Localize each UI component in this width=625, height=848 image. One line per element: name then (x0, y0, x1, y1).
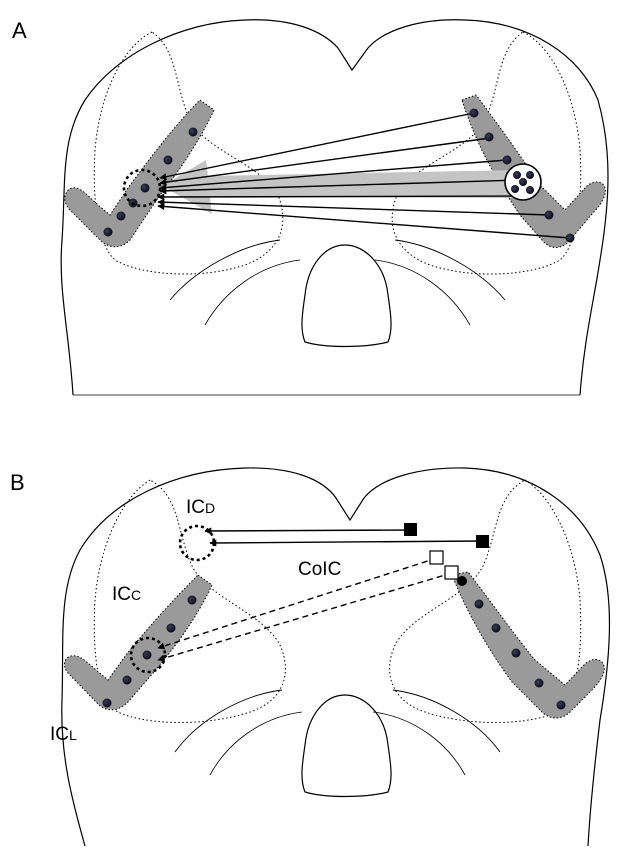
panel-a-right-lower-curve (395, 240, 505, 300)
dot (167, 624, 176, 633)
dot (189, 128, 198, 137)
label-icd: ICD (186, 497, 215, 518)
panel-b-right-inner-curve (373, 712, 465, 775)
dot (512, 649, 521, 658)
panel-a-label: A (12, 18, 27, 43)
dot (103, 699, 112, 708)
dot (188, 596, 197, 605)
panel-b-right-band (452, 572, 604, 718)
dot (457, 576, 467, 586)
label-icl: ICL (50, 724, 77, 745)
dot (475, 600, 484, 609)
panel-a-left-inner-curve (205, 260, 300, 325)
arrow-a-6 (158, 202, 549, 215)
label-icc: ICC (112, 584, 141, 605)
panel-a: A (12, 18, 608, 395)
panel-b: B (10, 468, 609, 846)
arrow-b-solid-2 (210, 541, 482, 543)
dot (164, 156, 173, 165)
dot (511, 185, 519, 193)
panel-b-filled-square-1 (404, 523, 417, 536)
panel-a-gray-projection-arrow (162, 160, 520, 214)
dot (143, 651, 152, 660)
dot (526, 171, 534, 179)
panel-b-open-square-2 (445, 566, 458, 579)
label-colic: CoIC (298, 559, 341, 580)
dot (513, 171, 521, 179)
dot (104, 228, 113, 237)
panel-b-aqueduct (302, 695, 391, 797)
dot (470, 109, 479, 118)
panel-b-filled-square-2 (476, 535, 489, 548)
panel-b-right-lower-curve (393, 690, 500, 752)
dot (503, 156, 512, 165)
dot (557, 701, 566, 710)
panel-b-open-square-1 (430, 551, 443, 564)
dot (492, 624, 501, 633)
dot (123, 676, 132, 685)
dot (535, 679, 544, 688)
panel-b-left-lower-curve (175, 690, 282, 752)
dot (566, 234, 575, 243)
arrow-b-solid-1 (205, 530, 410, 531)
dot (117, 212, 126, 221)
dot (526, 186, 534, 194)
panel-a-left-lower-curve (170, 240, 280, 300)
dot (485, 133, 494, 142)
dot (141, 184, 150, 193)
panel-b-left-inner-curve (210, 712, 302, 775)
panel-a-right-inner-curve (375, 260, 470, 325)
arrow-a-7 (158, 206, 570, 238)
dot (545, 211, 554, 220)
dot (519, 178, 527, 186)
panel-b-label: B (10, 470, 25, 495)
